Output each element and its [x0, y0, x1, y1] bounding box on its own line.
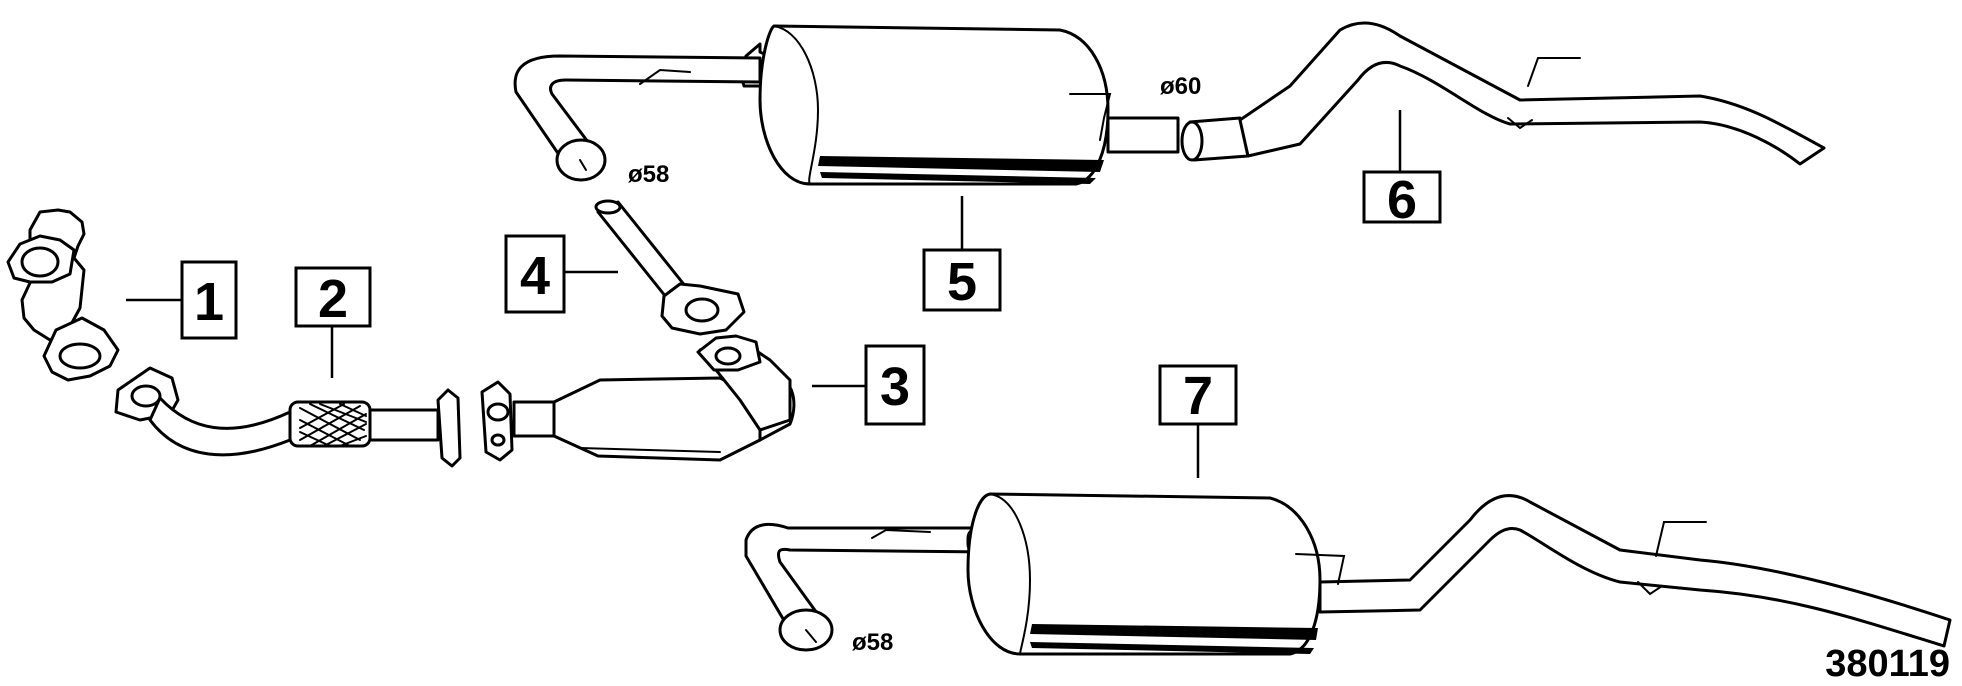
callout-6-label: 6 [1387, 170, 1417, 230]
part-2-front-pipe [114, 366, 462, 468]
callout-4: 4 [504, 234, 566, 314]
callout-6: 6 [1362, 170, 1442, 230]
callout-3-label: 3 [880, 357, 910, 417]
part-6-tail-pipe [1180, 21, 1826, 166]
callout-4-label: 4 [520, 246, 550, 306]
callout-5: 5 [922, 248, 1002, 312]
callout-1-label: 1 [194, 272, 224, 332]
reference-number: 380119 [1825, 643, 1950, 685]
callout-3: 3 [864, 344, 926, 426]
dimension-label-d58-lower: ø58 [852, 629, 893, 656]
dimension-label-d60: ø60 [1160, 73, 1201, 100]
part-7-rear-silencer-assembly [744, 492, 1952, 656]
callout-7-label: 7 [1183, 366, 1213, 426]
part-1-front-catalyst [6, 208, 120, 382]
dimension-label-d58-upper: ø58 [628, 161, 669, 188]
callout-5-label: 5 [947, 252, 977, 312]
callout-7: 7 [1158, 364, 1238, 426]
part-4-intermediate-pipe [594, 199, 746, 336]
callout-2: 2 [294, 266, 372, 329]
callout-2-label: 2 [318, 269, 348, 329]
callout-1: 1 [180, 260, 238, 340]
part-3-main-catalyst [480, 334, 796, 462]
part-5-middle-silencer [513, 24, 1180, 186]
